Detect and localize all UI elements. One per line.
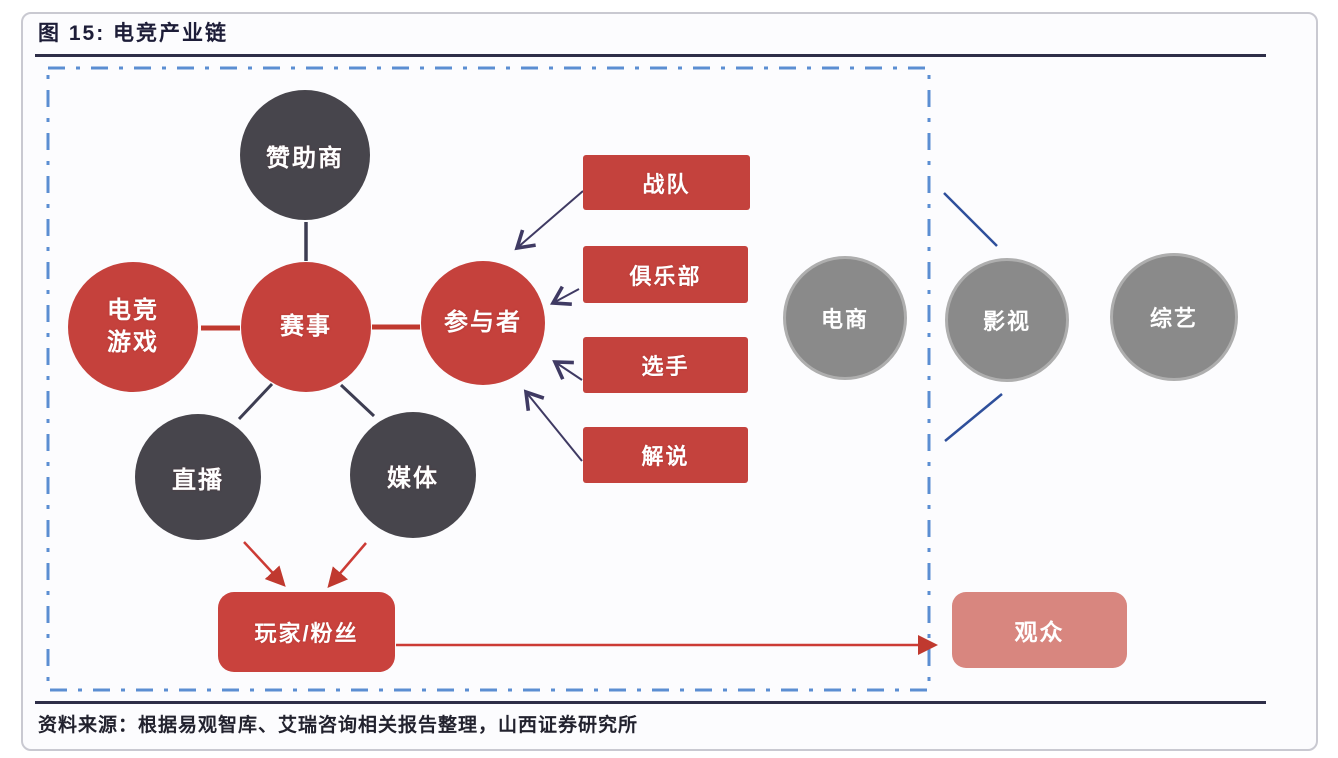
node-audience: 观众 [952,592,1127,668]
node-sponsor: 赞助商 [240,90,370,220]
node-esports-game: 电竞 游戏 [68,262,198,392]
node-media: 媒体 [350,412,476,538]
node-ecommerce-label: 电商 [820,307,869,332]
node-casters: 解说 [583,427,748,483]
figure-title: 图 15: 电竞产业链 [38,22,229,45]
node-sponsor-label: 赞助商 [266,144,344,172]
node-variety-show-label: 综艺 [1149,306,1198,331]
node-players-fans: 玩家/粉丝 [218,592,395,672]
node-players-label: 选手 [641,354,690,379]
node-esports-game-label-line2: 游戏 [107,329,159,356]
node-event-label: 赛事 [280,312,332,340]
node-live-streaming: 直播 [135,414,261,540]
title-underline [35,54,1266,57]
node-film-tv: 影视 [945,258,1069,382]
figure-source: 资料来源：根据易观智库、艾瑞咨询相关报告整理，山西证券研究所 [38,715,639,736]
node-players-fans-label: 玩家/粉丝 [254,621,359,646]
bottom-divider [35,701,1266,704]
node-ecommerce: 电商 [783,256,907,380]
node-media-label: 媒体 [387,464,439,492]
node-casters-label: 解说 [641,444,690,469]
node-audience-label: 观众 [1014,619,1065,645]
node-participant: 参与者 [421,261,545,385]
node-participant-label: 参与者 [444,308,522,336]
node-teams-label: 战队 [642,171,691,197]
node-film-tv-label: 影视 [982,309,1031,334]
node-players: 选手 [583,337,748,393]
node-teams: 战队 [583,155,750,210]
node-clubs-label: 俱乐部 [629,263,702,289]
node-clubs: 俱乐部 [583,246,748,303]
node-live-streaming-label: 直播 [172,466,224,494]
node-esports-game-label-line1: 电竞 [107,296,159,324]
node-variety-show: 综艺 [1110,253,1238,381]
node-event: 赛事 [241,262,371,392]
